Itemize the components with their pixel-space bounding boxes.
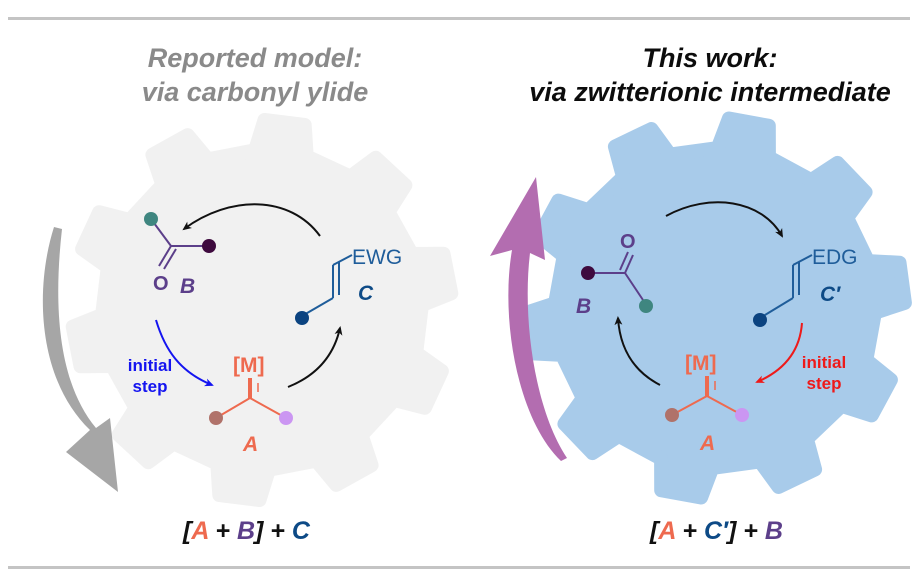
oxygen-label: O [153, 273, 169, 295]
substituent-dot [279, 411, 293, 425]
substituent-dot [581, 266, 595, 280]
cycle-arrow-initial-step [755, 322, 803, 383]
cycle-arrow-initial-step [155, 319, 214, 387]
edg-label: EDG [812, 246, 858, 269]
substituent-dot [144, 212, 158, 226]
eq-bracket-close: ] [255, 517, 264, 545]
right-panel-title: This work: via zwitterionic intermediate [520, 41, 900, 109]
molecule-C-prime: EDG C′ [753, 246, 858, 327]
C-prime-label: C′ [820, 283, 841, 306]
cycle-arrow-B-to-C-prime [665, 201, 783, 238]
substituent-dot [665, 408, 679, 422]
molecule-A: [M] A [209, 354, 293, 456]
right-title-line1: This work: [642, 43, 778, 73]
molecule-A: [M] A [665, 352, 749, 455]
B-label: B [576, 295, 591, 318]
cycle-arrow-A-to-C [287, 326, 343, 388]
A-label: A [242, 433, 258, 456]
metal-label: [M] [233, 354, 264, 377]
oxygen-label: O [620, 231, 636, 253]
gear-right [518, 111, 912, 505]
initial-step-label-line1: initial [802, 353, 846, 372]
eq-term-A: A [658, 517, 676, 545]
substituent-dot [202, 239, 216, 253]
eq-term-C: C [291, 517, 310, 545]
initial-step-label-line2: step [133, 377, 168, 396]
eq-term-B: B [236, 517, 256, 545]
top-rule [8, 17, 910, 20]
metal-label: [M] [685, 352, 716, 375]
eq-bracket-open: [ [650, 517, 659, 545]
right-title-line2: via zwitterionic intermediate [529, 77, 891, 107]
initial-step-label-line2: step [807, 374, 842, 393]
left-title-line2: via carbonyl ylide [141, 77, 369, 107]
molecule-C: EWG C [295, 246, 402, 325]
eq-term-C-prime: C′ [703, 517, 729, 545]
eq-plus: + [675, 517, 704, 545]
bottom-rule [8, 566, 910, 569]
C-label: C [358, 282, 374, 305]
eq-bracket-open: [ [183, 517, 192, 545]
eq-bracket-close: ] [728, 517, 737, 545]
cycle-arrow-A-to-B [614, 316, 661, 386]
rotation-arrow-counterclockwise [490, 177, 567, 461]
right-equation: [A + C′] + B [650, 517, 783, 546]
left-title-line1: Reported model: [147, 43, 363, 73]
substituent-dot [735, 408, 749, 422]
molecule-B: O B [144, 212, 216, 298]
rotation-arrow-clockwise [42, 227, 118, 492]
B-label: B [180, 275, 195, 298]
molecule-B: O B [576, 231, 653, 318]
left-panel-title: Reported model: via carbonyl ylide [100, 41, 410, 109]
substituent-dot [639, 299, 653, 313]
ewg-label: EWG [352, 246, 402, 269]
right-panel: O B EDG C′ [M] A initial st [490, 111, 912, 505]
eq-plus: + [736, 517, 765, 545]
substituent-dot [295, 311, 309, 325]
eq-term-B: B [764, 517, 783, 545]
cycle-arrow-C-to-B [182, 203, 321, 237]
left-panel: O B EWG C [M] A initial ste [42, 113, 459, 507]
substituent-dot [209, 411, 223, 425]
substituent-dot [753, 313, 767, 327]
eq-term-A: A [191, 517, 209, 545]
initial-step-label-line1: initial [128, 356, 172, 375]
gear-left [65, 113, 459, 507]
eq-plus: + [208, 517, 237, 545]
A-label: A [699, 432, 715, 455]
left-equation: [A + B] + C [183, 517, 310, 546]
eq-plus: + [263, 517, 292, 545]
